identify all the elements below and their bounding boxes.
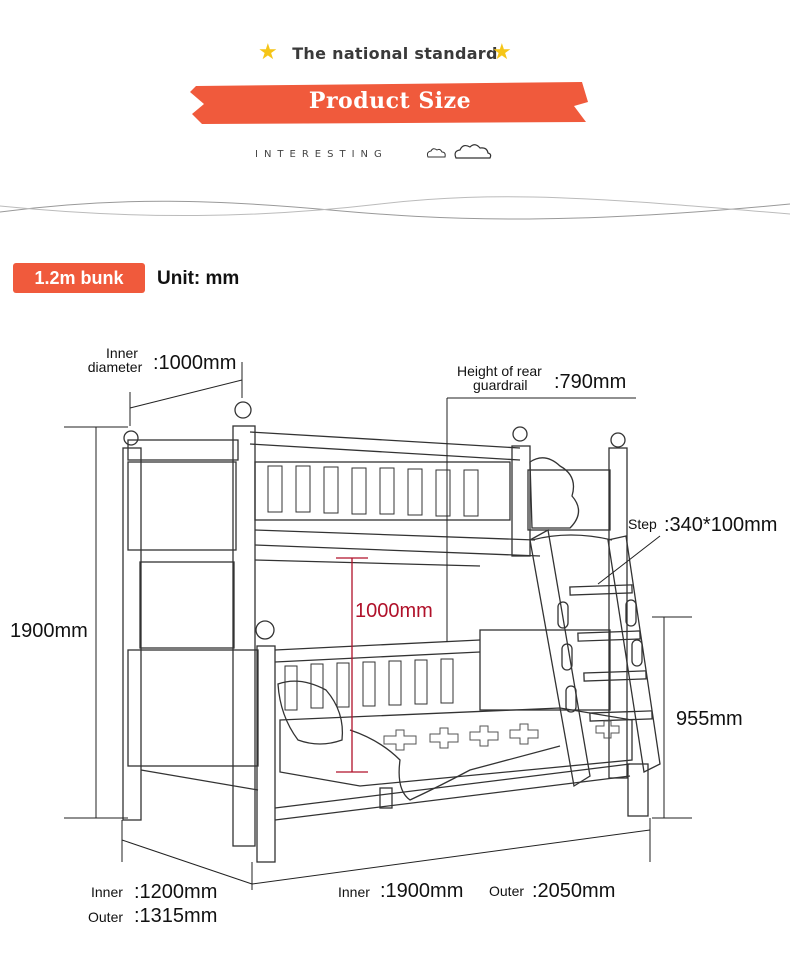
wave-divider [0, 196, 790, 220]
inner-diameter-label: Inner diameter [88, 345, 146, 374]
width-outer-value: :1315mm [134, 905, 218, 927]
subtitle: The national standard [292, 44, 498, 63]
rear-guardrail-label-line2: guardrail [473, 377, 528, 393]
bunk-size-badge: 1.2m bunk [13, 263, 145, 293]
rear-guardrail-label-line1: Height of rear [457, 363, 542, 379]
lower-height-value: 955mm [676, 708, 743, 730]
width-inner-value: :1200mm [134, 881, 218, 903]
unit-label: Unit: mm [157, 268, 240, 289]
inner-height-value: 1000mm [355, 600, 433, 622]
step-value: :340*100mm [664, 514, 778, 536]
star-icon: ★ [492, 40, 512, 65]
length-outer-value: :2050mm [532, 880, 616, 902]
length-outer-label: Outer [489, 883, 525, 899]
cloud-icon [426, 144, 492, 159]
inner-diameter-value: :1000mm [153, 352, 237, 374]
width-outer-label: Outer [88, 909, 124, 925]
length-inner-value: :1900mm [380, 880, 464, 902]
total-height-value: 1900mm [10, 620, 88, 642]
star-icon: ★ [258, 40, 278, 65]
inner-diameter-label-line2: diameter [87, 359, 143, 375]
rear-guardrail-label: Height of rear guardrail [457, 364, 542, 392]
banner-title: Product Size [308, 88, 472, 114]
inner-diameter-label-line1: Inner [106, 345, 138, 361]
tagline: INTERESTING [255, 149, 388, 160]
step-label: Step [628, 516, 657, 532]
rear-guardrail-value: :790mm [554, 371, 627, 393]
length-inner-label: Inner [338, 884, 370, 900]
width-inner-label: Inner [91, 884, 123, 900]
banner-brush [190, 82, 588, 124]
